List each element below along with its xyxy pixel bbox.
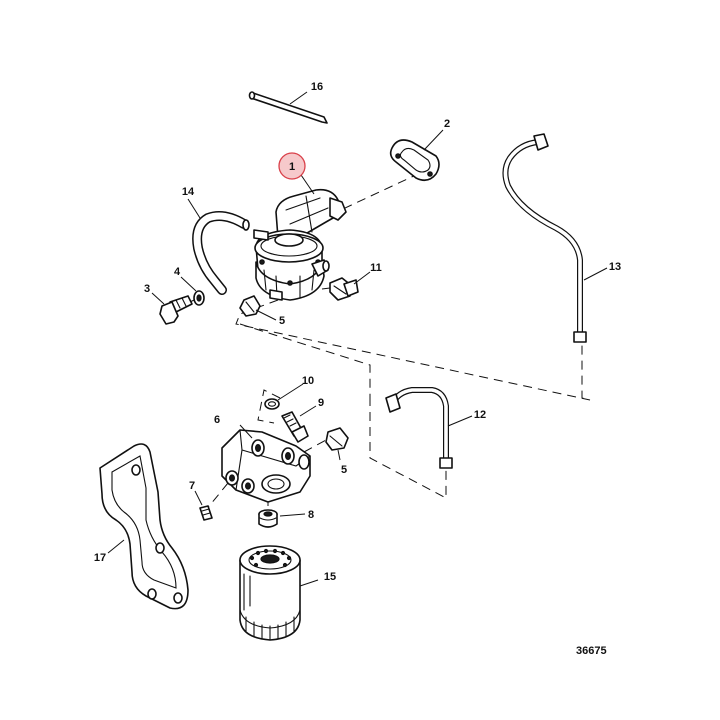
- callout-16[interactable]: 16: [311, 81, 323, 93]
- dash-outlet-to-head: [239, 323, 371, 397]
- filter-base-ribs: [245, 616, 295, 641]
- dash-head-bolt-9: [257, 389, 281, 424]
- part-8-adapter: [258, 509, 278, 528]
- part-12-fuel-tube: [385, 387, 453, 469]
- part-11-fitting: [329, 277, 359, 301]
- part-1-fuel-pump: [253, 188, 347, 301]
- callout-15[interactable]: 15: [324, 571, 336, 583]
- part-4-washer: [193, 290, 205, 306]
- dash-fitting-5b: [303, 439, 327, 453]
- callout-2[interactable]: 2: [444, 118, 450, 130]
- highlighted-callout-marker[interactable]: [278, 152, 306, 180]
- part-3-bolt: [159, 295, 193, 325]
- callout-5-upper[interactable]: 5: [279, 315, 285, 327]
- callout-1[interactable]: 1: [289, 161, 295, 173]
- dash-loop-to-tube-13: [235, 299, 591, 401]
- part-6-filter-head: [221, 429, 311, 503]
- callout-11[interactable]: 11: [370, 262, 382, 274]
- callout-13[interactable]: 13: [609, 261, 621, 273]
- callout-leaders: [107, 91, 608, 587]
- part-14-hose: [192, 211, 250, 295]
- part-10-o-ring: [264, 398, 280, 410]
- part-5-lower-fitting: [325, 427, 349, 451]
- part-17-bracket: [99, 443, 189, 610]
- callout-10[interactable]: 10: [302, 375, 314, 387]
- callout-14[interactable]: 14: [182, 186, 195, 198]
- callout-3[interactable]: 3: [144, 283, 150, 295]
- callout-5-lower[interactable]: 5: [341, 464, 347, 476]
- part-13-fuel-tube: [502, 133, 587, 343]
- part-7-plug: [199, 505, 213, 521]
- dash-head-to-tube-12: [369, 397, 447, 499]
- callout-8[interactable]: 8: [308, 509, 314, 521]
- part-5-upper-fitting: [239, 295, 261, 317]
- part-16-rod: [248, 91, 328, 124]
- callout-17[interactable]: 17: [94, 552, 106, 564]
- callout-4[interactable]: 4: [174, 266, 181, 278]
- part-15-filter: [239, 545, 301, 641]
- filter-top-dimples: [249, 548, 292, 568]
- callout-6[interactable]: 6: [214, 414, 220, 426]
- callout-9[interactable]: 9: [318, 397, 324, 409]
- figure-number: 36675: [576, 645, 607, 657]
- dash-plug-7: [205, 482, 229, 511]
- part-2-gasket: [389, 139, 440, 182]
- callout-7[interactable]: 7: [189, 480, 195, 492]
- part-9-bolt: [281, 411, 309, 443]
- callout-numbers: 1 2 3 4 5 5 6 7 8 9 10 11 12 13 14 15 16…: [94, 81, 621, 583]
- callout-12[interactable]: 12: [474, 409, 486, 421]
